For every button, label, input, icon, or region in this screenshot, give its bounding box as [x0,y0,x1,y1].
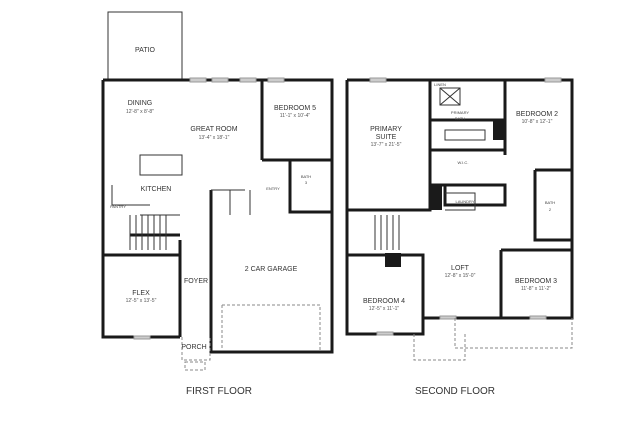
window [267,77,285,83]
great-room-dims: 13'-4" x 18'-1" [199,135,230,141]
fixtures [374,87,486,250]
flex-dims: 12'-5" x 13'-5" [126,298,157,304]
garage-door-porch-dashed [181,304,321,371]
bedroom4-dims: 12'-5" x 11'-1" [369,306,400,312]
kitchen-stairs [111,154,183,250]
window [133,335,151,340]
loft-dims: 12'-8" x 15'-0" [445,273,476,279]
column-block [430,185,442,210]
bedroom4-label: BEDROOM 4 [363,298,405,305]
window [439,315,457,320]
loft-label: LOFT [451,265,470,272]
linen-label: LINEN [434,82,446,87]
window [369,77,387,83]
primary-bath-label: PRIMARY [451,110,469,115]
second-floor-title: SECOND FLOOR [415,386,495,397]
entry-label: ENTRY [266,186,280,191]
column-block [493,120,505,140]
kitchen-label: KITCHEN [141,186,172,193]
window [376,331,394,336]
flex-label: FLEX [132,290,150,297]
foyer-label: FOYER [184,278,208,285]
bath2-label: BATH [545,200,555,205]
interior-walls [103,80,332,300]
primary-bath-label-2: BATH [455,116,465,121]
first-floor-title: FIRST FLOOR [186,386,252,397]
bedroom3-dims: 11'-8" x 11'-2" [521,286,551,292]
window [529,315,547,320]
patio-outline [107,11,183,81]
bedroom3-label: BEDROOM 3 [515,278,557,285]
laundry-label: LAUNDRY [455,199,474,204]
dining-label: DINING [128,100,153,107]
wic-label: W.I.C. [458,160,469,165]
exterior-walls [101,78,334,354]
primary-suite-label: PRIMARY [370,126,402,133]
window [239,77,257,83]
great-room-label: GREAT ROOM [190,126,237,133]
window [211,77,229,83]
dining-dims: 12'-8" x 8'-8" [126,109,154,115]
first-floor-plan: PATIO DINING 12'-8" x 8'-8" GREAT ROOM 1… [101,11,334,397]
column-block [385,253,401,267]
porch-label: PORCH [181,344,206,351]
bath3-label: BATH [301,174,311,179]
bedroom2-label: BEDROOM 2 [516,111,558,118]
garage-label: 2 CAR GARAGE [245,266,298,273]
bedroom2-dims: 10'-8" x 12'-1" [522,119,553,125]
bath3-number: 3 [305,180,308,185]
pantry-label: PANTRY [110,204,126,209]
bedroom5-label: BEDROOM 5 [274,105,316,112]
bedroom5-dims: 11'-1" x 10'-4" [280,113,311,119]
bath2-number: 2 [549,207,552,212]
second-floor-plan: PRIMARY SUITE 13'-7" x 21'-5" PRIMARY BA… [345,77,574,397]
window [544,77,562,83]
patio-label: PATIO [135,47,156,54]
primary-suite-label-2: SUITE [376,134,397,141]
window [189,77,207,83]
stair-lines [211,189,251,215]
roof-dashed [413,318,573,361]
primary-suite-dims: 13'-7" x 21'-5" [371,142,402,148]
